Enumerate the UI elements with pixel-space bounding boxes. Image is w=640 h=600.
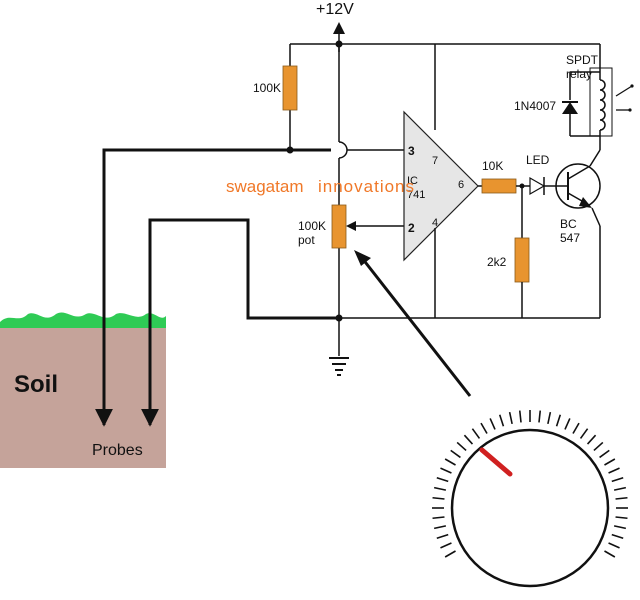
probes-label: Probes — [92, 442, 143, 459]
pin-2: 2 — [408, 221, 415, 235]
led-icon — [529, 176, 562, 196]
dial-pointer-arrow — [354, 250, 472, 397]
dial-tick — [471, 428, 481, 439]
pin-3: 3 — [408, 144, 415, 158]
dial-tick — [613, 486, 627, 491]
resistor-100k-label: 100K — [253, 81, 281, 95]
dial-tick — [432, 516, 445, 520]
dial-tick — [611, 533, 624, 540]
diode-label: 1N4007 — [514, 99, 556, 113]
dial-tick — [538, 410, 542, 423]
dial-ticks — [432, 410, 628, 558]
relay-label-2: relay — [566, 67, 592, 81]
relay-coil — [589, 67, 613, 150]
dial-tick — [433, 525, 447, 530]
ground-icon — [329, 357, 349, 376]
top-rail — [289, 43, 601, 150]
opamp-ic741 — [403, 110, 479, 318]
dial-tick — [615, 496, 628, 500]
relay-switch-icon — [615, 84, 634, 112]
watermark-word2: innovations — [318, 177, 415, 196]
dial-tick — [450, 449, 461, 459]
dial-tick — [444, 550, 456, 558]
resistor-100k — [282, 65, 298, 111]
pin-4: 4 — [432, 217, 438, 229]
dial-tick — [604, 458, 616, 466]
dial-tick — [615, 516, 628, 520]
soil-label: Soil — [14, 371, 58, 398]
dial-needle — [479, 447, 513, 477]
dial-tick — [498, 414, 505, 427]
dial-tick — [436, 533, 449, 540]
probe-right — [141, 218, 338, 427]
dial-tick — [456, 441, 467, 452]
transistor-label-1: BC — [560, 217, 577, 231]
probe-left — [95, 148, 290, 427]
soil-block: Soil Probes — [0, 312, 166, 468]
transistor-bc547 — [555, 149, 601, 227]
dial-tick — [608, 467, 620, 474]
resistor-10k-label: 10K — [482, 159, 503, 173]
dial-tick — [613, 525, 627, 530]
dial-tick — [508, 411, 513, 425]
dial-tick — [604, 550, 616, 558]
dial-tick — [579, 428, 589, 439]
led-label: LED — [526, 153, 550, 167]
dial-knob — [432, 410, 628, 588]
ground-rail — [335, 314, 600, 322]
ic-name: IC — [407, 175, 418, 187]
dial-tick — [433, 486, 447, 491]
dial-tick — [564, 418, 571, 430]
resistor-10k — [481, 178, 517, 194]
pin-6: 6 — [458, 179, 464, 191]
dial-tick — [440, 542, 452, 549]
pot-label-2: pot — [298, 233, 315, 247]
transistor-label-2: 547 — [560, 231, 580, 245]
resistor-2k2-label: 2k2 — [487, 255, 507, 269]
dial-tick — [489, 418, 496, 430]
dial-tick — [432, 496, 445, 500]
supply-label: +12V — [316, 1, 354, 18]
pot-label-1: 100K — [298, 219, 326, 233]
resistor-2k2 — [514, 237, 530, 283]
dial-tick — [480, 422, 488, 434]
diode-1n4007 — [562, 71, 600, 137]
ic-part: 741 — [407, 189, 425, 201]
dial-tick — [599, 449, 610, 459]
dial-tick — [611, 476, 624, 483]
dial-tick — [440, 467, 452, 474]
dial-tick — [572, 422, 580, 434]
dial-tick — [518, 410, 522, 423]
relay-label-1: SPDT — [566, 53, 599, 67]
watermark-word1: swagatam — [226, 177, 303, 196]
dial-tick — [444, 458, 456, 466]
dial-tick — [547, 411, 552, 425]
dial-tick — [436, 476, 449, 483]
dial-tick — [586, 434, 597, 445]
dial-tick — [555, 414, 562, 427]
pin-7: 7 — [432, 155, 438, 167]
dial-tick — [608, 542, 620, 549]
potentiometer — [331, 204, 404, 249]
dial-tick — [593, 441, 604, 452]
center-wire — [290, 44, 404, 356]
dial-tick — [463, 434, 474, 445]
